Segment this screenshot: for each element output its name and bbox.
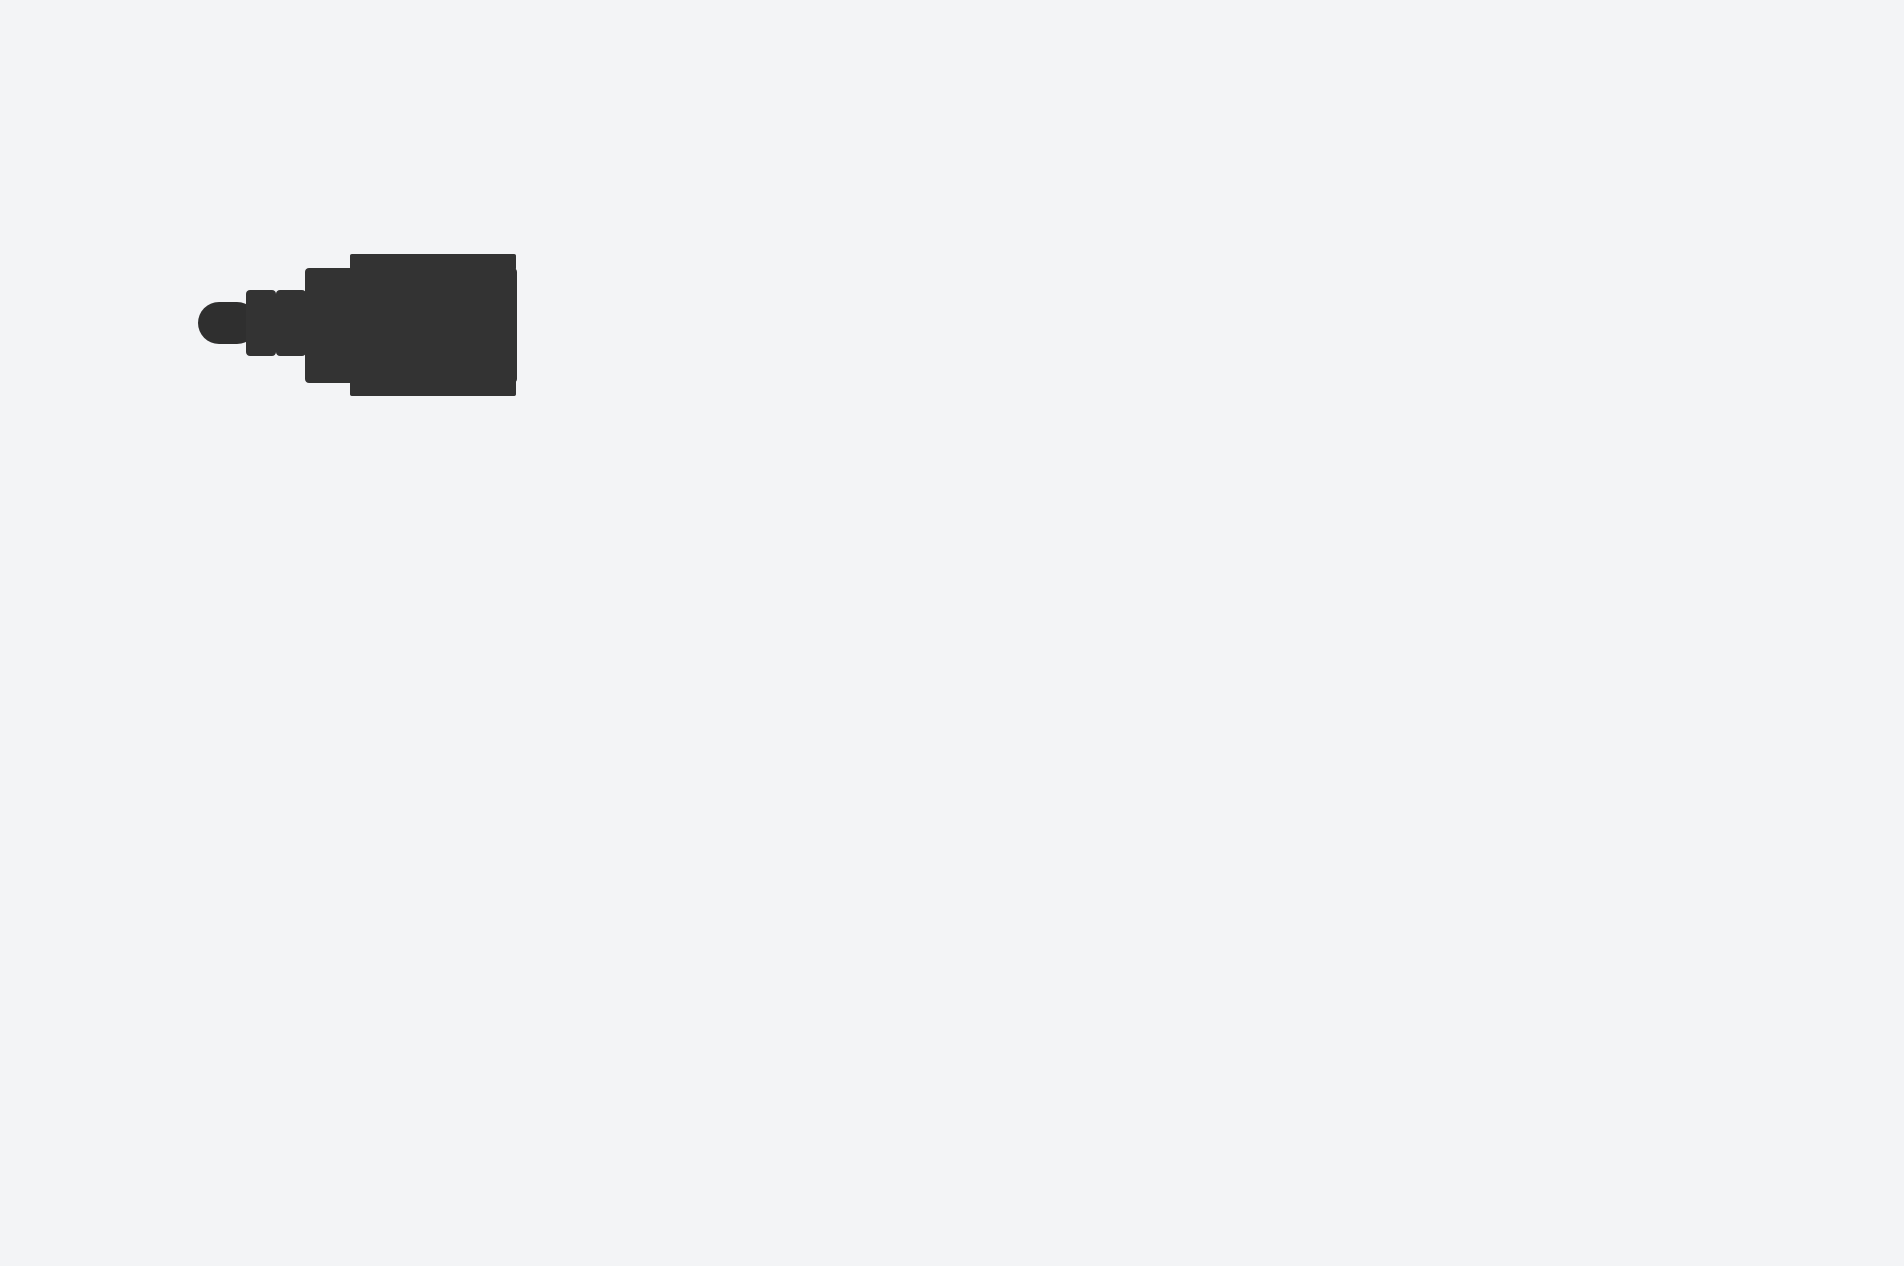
- usb-cable-ring: [246, 290, 276, 356]
- usb-cable[interactable]: [198, 254, 517, 396]
- usb-plug-grip: [350, 254, 516, 396]
- usb-plug-body: [305, 268, 517, 383]
- usb-cable-strain-relief: [198, 302, 258, 344]
- usb-cable-ring: [276, 290, 306, 356]
